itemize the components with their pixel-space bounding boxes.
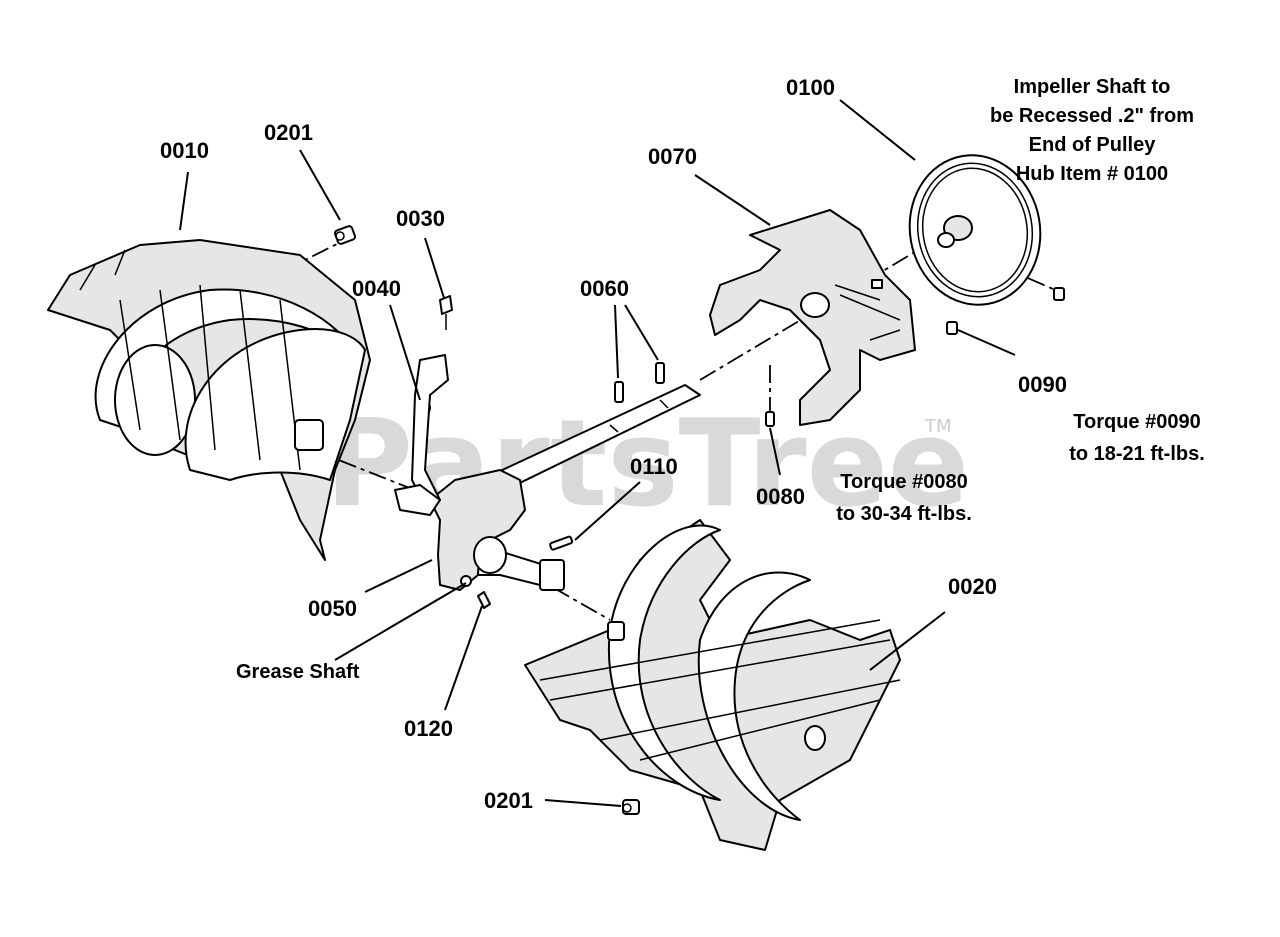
callout-0010: 0010 <box>160 138 209 163</box>
callout-0070: 0070 <box>648 144 697 169</box>
callout-0110: 0110 <box>630 454 678 479</box>
leader-lines <box>179 99 1016 807</box>
impeller-note: Impeller Shaft to be Recessed .2" from E… <box>990 76 1194 185</box>
impeller-note-line-2: be Recessed .2" from <box>990 105 1194 127</box>
torque-0090-line-2: to 18-21 ft-lbs. <box>1069 443 1205 465</box>
pulley-0100[interactable] <box>898 145 1052 315</box>
callout-0080: 0080 <box>756 484 805 509</box>
housing-0070[interactable] <box>709 209 916 426</box>
left-auger-0010[interactable] <box>47 239 371 561</box>
callout-0030: 0030 <box>396 206 445 231</box>
gearbox-0050[interactable] <box>394 354 565 591</box>
callout-0120: 0120 <box>404 716 453 741</box>
grease-fitting-top-0201[interactable] <box>333 225 357 245</box>
callout-0201-top: 0201 <box>264 120 313 145</box>
callout-0040: 0040 <box>352 276 401 301</box>
callout-0090: 0090 <box>1018 372 1067 397</box>
spring-pins-0060[interactable] <box>614 362 665 403</box>
callout-0060: 0060 <box>580 276 629 301</box>
callout-0020: 0020 <box>948 574 997 599</box>
callout-0100: 0100 <box>786 75 835 100</box>
torque-0090-line-1: Torque #0090 <box>1073 411 1200 433</box>
shear-bolt-0030[interactable] <box>439 295 453 330</box>
torque-0080-line-1: Torque #0080 <box>840 471 967 493</box>
bolts-0090[interactable] <box>946 287 1065 335</box>
cotter-pin-0120[interactable] <box>477 591 491 609</box>
impeller-note-line-4: Hub Item # 0100 <box>1016 163 1168 185</box>
callouts: 0010 0201 0030 0040 0060 0070 0100 0090 … <box>160 75 1067 813</box>
grease-shaft-label: Grease Shaft <box>236 661 360 683</box>
torque-0080-line-2: to 30-34 ft-lbs. <box>836 503 972 525</box>
callout-0050: 0050 <box>308 596 357 621</box>
grease-fitting-bottom-0201[interactable] <box>622 799 640 815</box>
shear-pin-0110[interactable] <box>549 535 574 551</box>
right-auger-0020[interactable] <box>524 519 901 851</box>
torque-0080-note: Torque #0080 to 30-34 ft-lbs. <box>836 471 972 525</box>
watermark-tm: TM <box>924 416 952 437</box>
torque-0090-note: Torque #0090 to 18-21 ft-lbs. <box>1069 411 1205 465</box>
callout-0201-bottom: 0201 <box>484 788 533 813</box>
bolt-0080[interactable] <box>765 411 775 427</box>
impeller-note-line-3: End of Pulley <box>1029 134 1157 156</box>
impeller-note-line-1: Impeller Shaft to <box>1014 76 1171 98</box>
